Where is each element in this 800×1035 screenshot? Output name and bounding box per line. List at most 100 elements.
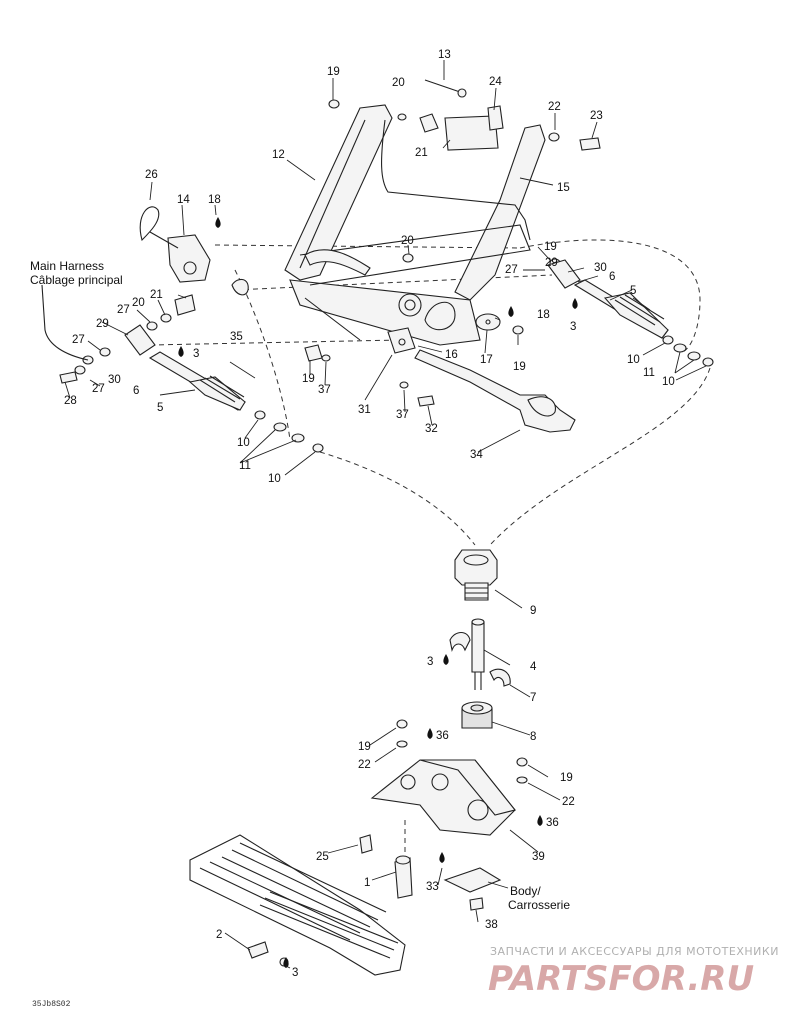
leader-lines bbox=[64, 60, 707, 969]
lever-housing-14 bbox=[167, 234, 211, 283]
callout-36: 36 bbox=[546, 817, 559, 829]
callout-37: 37 bbox=[318, 384, 331, 396]
callout-20: 20 bbox=[392, 77, 405, 89]
routing-line bbox=[489, 367, 711, 546]
routing-line bbox=[234, 274, 553, 291]
pad-body bbox=[443, 867, 502, 893]
washer-22 bbox=[396, 740, 408, 748]
callout-19: 19 bbox=[513, 361, 526, 373]
bushing-8-hole bbox=[470, 704, 484, 712]
callout-22: 22 bbox=[562, 796, 575, 808]
bolt-2 bbox=[247, 941, 269, 959]
callout-27: 27 bbox=[117, 304, 130, 316]
bracket-tab bbox=[487, 105, 504, 131]
washer-27 bbox=[99, 347, 111, 357]
main-harness-wire bbox=[41, 284, 89, 361]
pivot-hole-inner bbox=[404, 299, 416, 311]
callout-29: 29 bbox=[545, 257, 558, 269]
callout-21: 21 bbox=[150, 289, 163, 301]
callout-5: 5 bbox=[157, 402, 163, 414]
callout-14: 14 bbox=[177, 194, 190, 206]
adhesive-drop-icon bbox=[215, 217, 221, 228]
callout-3: 3 bbox=[427, 656, 433, 668]
callout-37: 37 bbox=[396, 409, 409, 421]
callout-18: 18 bbox=[537, 309, 550, 321]
nut-10 bbox=[312, 443, 324, 453]
callout-39: 39 bbox=[532, 851, 545, 863]
callout-6: 6 bbox=[133, 385, 139, 397]
base-frame-rails bbox=[259, 891, 399, 959]
callout-24: 24 bbox=[489, 76, 502, 88]
lever-pivot bbox=[183, 261, 197, 275]
washer-37 bbox=[321, 354, 331, 362]
screw-38 bbox=[469, 897, 484, 911]
bracket-plate-24 bbox=[444, 115, 499, 151]
support-arm-right bbox=[454, 124, 546, 301]
adhesive-drop-icon bbox=[537, 815, 543, 826]
callout-29: 29 bbox=[96, 318, 109, 330]
watermark-logo: PARTSFOR.RU bbox=[488, 959, 754, 999]
screw-28 bbox=[59, 371, 78, 384]
bolt-23 bbox=[579, 137, 601, 151]
cam-lever bbox=[231, 278, 249, 296]
callout-19: 19 bbox=[327, 66, 340, 78]
callout-20: 20 bbox=[132, 297, 145, 309]
callout-35: 35 bbox=[230, 331, 243, 343]
support-arm-edge bbox=[299, 119, 366, 269]
shaft-4 bbox=[471, 621, 485, 673]
mount-hole bbox=[431, 773, 449, 791]
cable-adjuster-5 bbox=[188, 376, 246, 411]
callout-11: 11 bbox=[643, 367, 655, 379]
watermark-tagline: ЗАПЧАСТИ И АКСЕССУАРЫ ДЛЯ МОТОТЕХНИКИ bbox=[490, 945, 779, 958]
routing-line bbox=[214, 244, 521, 249]
callout-9: 9 bbox=[530, 605, 536, 617]
callout-26: 26 bbox=[145, 169, 158, 181]
callout-23: 23 bbox=[590, 110, 603, 122]
screw-25 bbox=[359, 834, 373, 854]
bolt-32 bbox=[417, 395, 435, 407]
washer-22 bbox=[516, 776, 528, 784]
callout-22: 22 bbox=[358, 759, 371, 771]
callout-33: 33 bbox=[426, 881, 439, 893]
callout-8: 8 bbox=[530, 731, 536, 743]
callout-19: 19 bbox=[358, 741, 371, 753]
washer-11 bbox=[273, 422, 287, 432]
callout-30: 30 bbox=[108, 374, 121, 386]
wire-lead bbox=[149, 231, 179, 249]
nut-10 bbox=[702, 357, 714, 367]
routing-line bbox=[234, 269, 291, 441]
callout-27: 27 bbox=[92, 383, 105, 395]
grab-handle bbox=[304, 249, 371, 276]
callout-10: 10 bbox=[662, 376, 675, 388]
cam-slot bbox=[424, 301, 456, 331]
callout-31: 31 bbox=[358, 404, 371, 416]
callout-15: 15 bbox=[557, 182, 570, 194]
washer-22 bbox=[548, 132, 560, 142]
washer-17-hole bbox=[485, 319, 491, 325]
adhesive-drop-icon bbox=[572, 298, 578, 309]
washer-20 bbox=[160, 313, 172, 323]
nut-19 bbox=[304, 344, 323, 362]
wire-loop-26 bbox=[139, 206, 160, 242]
mount-hole bbox=[400, 774, 416, 790]
callout-19: 19 bbox=[560, 772, 573, 784]
callout-6: 6 bbox=[609, 271, 615, 283]
nut-9-thread bbox=[464, 582, 489, 601]
callout-2: 2 bbox=[216, 929, 222, 941]
cable-end-29 bbox=[547, 259, 581, 289]
washer-27 bbox=[74, 365, 86, 375]
nut-19 bbox=[512, 325, 524, 335]
support-rod-15 bbox=[381, 119, 531, 241]
nut-19 bbox=[396, 719, 408, 729]
mount-plate-ridge bbox=[419, 759, 516, 816]
callout-22: 22 bbox=[548, 101, 561, 113]
collet-half bbox=[449, 631, 471, 652]
cable-adjuster-5 bbox=[603, 292, 669, 339]
callout-21: 21 bbox=[415, 147, 428, 159]
washer bbox=[397, 113, 407, 121]
block-16-hole bbox=[398, 338, 406, 346]
callout-12: 12 bbox=[272, 149, 285, 161]
callout-27: 27 bbox=[72, 334, 85, 346]
washer-20 bbox=[402, 253, 414, 263]
